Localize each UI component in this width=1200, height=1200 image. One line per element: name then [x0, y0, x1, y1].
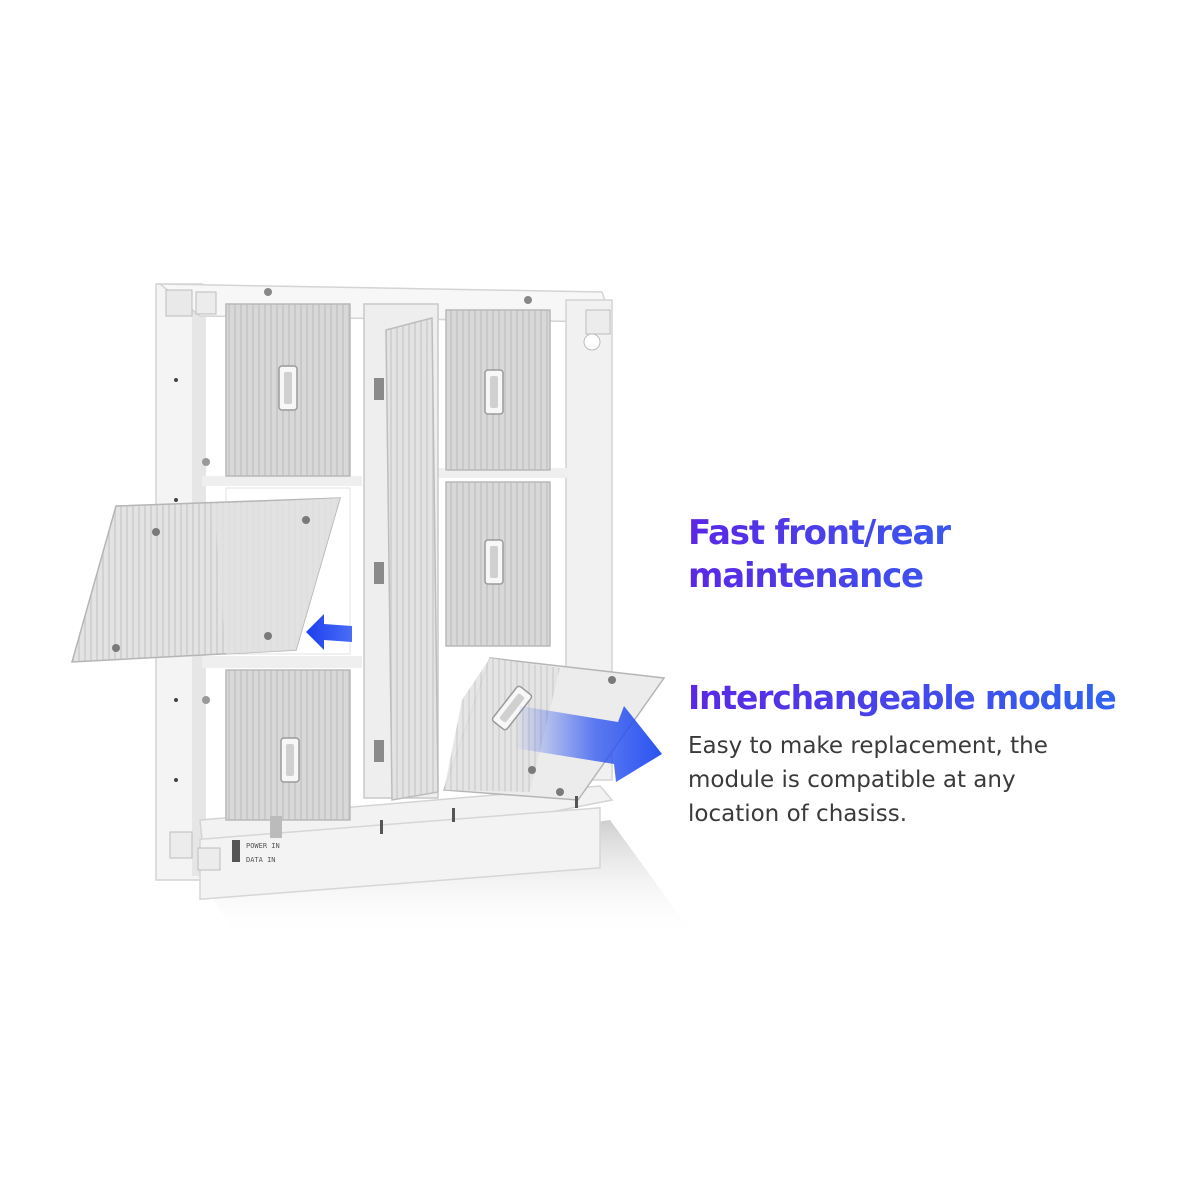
arrow-right-icon [514, 706, 662, 782]
power-in-label: POWER IN [246, 842, 280, 850]
module-top-left [225, 303, 351, 477]
feature-title-fast-maintenance: Fast front/rear maintenance [688, 512, 1068, 598]
cabinet-port-labels: POWER IN DATA IN [232, 796, 578, 864]
module-bottom-left [225, 669, 351, 821]
module-top-right [445, 309, 551, 471]
arrow-left-icon [306, 614, 352, 650]
feature-description-line-3: location of chasiss. [688, 801, 908, 827]
feature-title-interchangeable: Interchangeable module [688, 677, 1168, 719]
feature-description-line-2: module is compatible at any [688, 767, 1016, 793]
feature-title-line-1: Fast front/rear [688, 513, 950, 553]
feature-description: Easy to make replacement, the module is … [688, 729, 1128, 831]
feature-title-line-2: maintenance [688, 556, 923, 596]
feature-description-line-1: Easy to make replacement, the [688, 733, 1048, 759]
module-middle-right [445, 481, 551, 647]
power-supply-box [363, 303, 439, 801]
data-in-label: DATA IN [246, 856, 276, 864]
module-removed-left [70, 497, 342, 663]
